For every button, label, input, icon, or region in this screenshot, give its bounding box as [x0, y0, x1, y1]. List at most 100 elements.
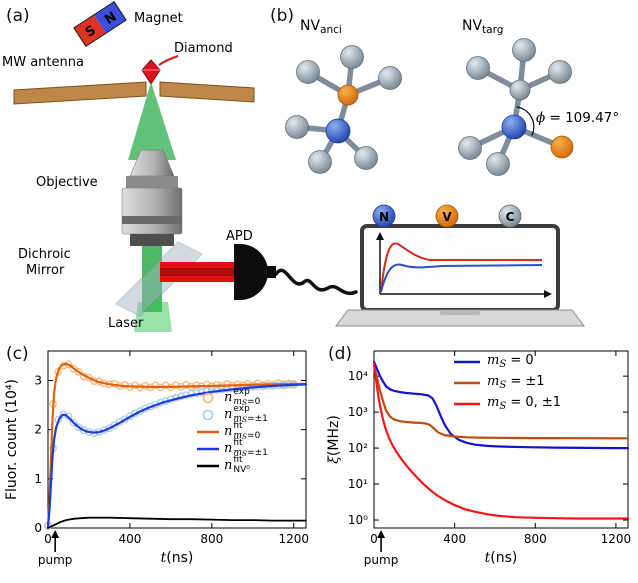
legend-symbol: n: [224, 458, 233, 473]
legend-n-label: N: [379, 210, 389, 224]
chart-d-plot: 0 400 800 1200 10⁰ 10¹ 10² 10³ 10⁴ t(ns) ξ(MHz) pum…: [326, 350, 632, 567]
vacancy-atom: [550, 135, 574, 159]
pump-label: pump: [364, 553, 399, 567]
legend-label: mS = 0: [487, 353, 534, 370]
line-marker-icon: [197, 464, 219, 467]
phi-value: = 109.47°: [545, 110, 619, 126]
line-marker-icon: [454, 381, 480, 384]
molecule-nv-targ: [458, 38, 574, 176]
legend-v-circle: [435, 204, 459, 228]
series-fit-ms0: [46, 362, 308, 529]
nitrogen-atom: [501, 114, 527, 140]
svg-text:10¹: 10¹: [348, 477, 368, 491]
nv-targ-title: NVtarg: [462, 18, 503, 36]
line-marker-icon: [454, 360, 480, 363]
line-marker-icon: [454, 402, 480, 405]
nv-targ-sub: targ: [482, 24, 503, 36]
legend-d-item-1: mS = ±1: [452, 373, 561, 392]
nitrogen-atom: [325, 118, 351, 144]
line-marker-icon: [197, 430, 219, 433]
bond-angle-arc: [516, 106, 535, 136]
series-ms0-pm1: [372, 362, 630, 520]
legend-symbol: n: [224, 424, 233, 439]
vacancy-atom: [337, 84, 359, 106]
laptop: [335, 224, 585, 327]
y-axis-label: Fluor. count (10⁴): [4, 379, 20, 500]
xi-rate-chart: 0 400 800 1200 10⁰ 10¹ 10² 10³ 10⁴ t(ns) ξ(MHz) pum…: [326, 350, 632, 567]
svg-text:10²: 10²: [348, 441, 368, 455]
nv-targ-base: NV: [462, 18, 482, 34]
legend-label: mS = 0, ±1: [487, 395, 562, 412]
circle-marker-icon: [202, 392, 214, 403]
y-axis-label: ξ(MHz): [326, 415, 342, 464]
svg-text:3: 3: [34, 374, 42, 388]
atom-legend: N V C: [372, 204, 522, 228]
panel-label-b: (b): [270, 6, 295, 26]
objective-label: Objective: [36, 175, 98, 190]
magnet-label: Magnet: [134, 11, 183, 26]
series-ms-pm1: [372, 364, 630, 440]
laser-glow: [134, 302, 172, 332]
svg-text:1: 1: [34, 472, 42, 486]
legend-d-item-0: mS = 0: [452, 352, 561, 371]
x-axis-label: t(ns): [161, 550, 194, 566]
panel-label-a: (a): [6, 6, 30, 26]
nv-anci-title: NVanci: [300, 18, 342, 36]
laser-label: Laser: [108, 316, 144, 331]
legend-symbol: n: [224, 390, 233, 405]
legend-v-label: V: [442, 210, 452, 224]
svg-text:10⁰: 10⁰: [348, 513, 368, 527]
phi-symbol: ϕ: [536, 110, 545, 126]
svg-text:400: 400: [443, 532, 466, 546]
svg-text:10⁴: 10⁴: [348, 369, 368, 383]
svg-text:10³: 10³: [348, 405, 368, 419]
objective: [121, 149, 183, 246]
x-axis-label: t(ns): [485, 550, 518, 566]
diamond-pointer: [158, 55, 179, 66]
legend-n-circle: [372, 204, 396, 228]
svg-text:1200: 1200: [601, 532, 632, 546]
svg-text:800: 800: [524, 532, 547, 546]
legend-label: mS = ±1: [487, 374, 545, 391]
dichroic-label-line2: Mirror: [26, 263, 65, 278]
magnet-icon: S N: [73, 1, 127, 47]
laptop-plot: [376, 232, 552, 298]
panel-label-c: (c): [6, 344, 29, 364]
svg-text:800: 800: [200, 532, 223, 546]
svg-text:0: 0: [370, 532, 378, 546]
phi-angle-label: ϕ = 109.47°: [536, 110, 619, 126]
legend-symbol: n: [224, 441, 233, 456]
nv-anci-sub: anci: [320, 24, 342, 36]
svg-text:2: 2: [34, 423, 42, 437]
legend-d-item-2: mS = 0, ±1: [452, 394, 561, 413]
series-ms0: [372, 360, 630, 450]
dichroic-mirror: [114, 241, 204, 317]
nv-anci-base: NV: [300, 18, 320, 34]
cable: [274, 268, 358, 296]
red-beam: [160, 262, 234, 282]
series-fit-ms1: [46, 383, 308, 529]
laser-beam: [142, 246, 162, 312]
apd-label: APD: [226, 229, 253, 244]
legend-c-label: C: [506, 210, 515, 224]
mw-antenna-label: MW antenna: [2, 55, 84, 70]
dichroic-label-line1: Dichroic: [18, 247, 71, 262]
svg-text:400: 400: [118, 532, 141, 546]
xi-rate-chart-legend: mS = 0 mS = ±1 mS = 0, ±1: [452, 352, 561, 413]
panel-label-d: (d): [328, 344, 353, 364]
svg-text:1200: 1200: [278, 532, 309, 546]
legend-symbol: n: [224, 407, 233, 422]
svg-text:0: 0: [44, 532, 52, 546]
legend-c-circle: [498, 204, 522, 228]
laser-cone: [128, 82, 176, 160]
diamond-icon: [141, 59, 161, 85]
series-fit-nv0: [47, 516, 307, 529]
